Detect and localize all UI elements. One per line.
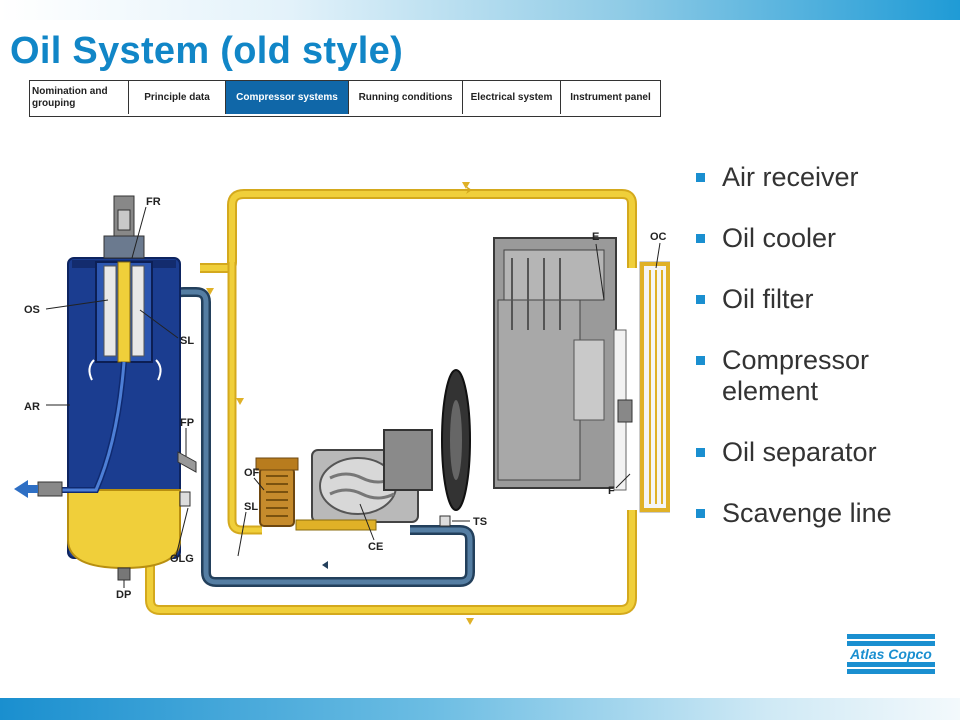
tab-running-conditions[interactable]: Running conditions — [349, 81, 463, 114]
section-tab-bar: Nomination and grouping Principle data C… — [29, 80, 661, 117]
list-item: Oil separator — [694, 437, 954, 468]
label-f: F — [608, 485, 615, 497]
list-item: Oil cooler — [694, 223, 954, 254]
bottom-decorative-band — [0, 698, 960, 720]
label-ts: TS — [473, 516, 487, 528]
list-item: Compressor element — [694, 345, 912, 407]
bullet-square-icon — [696, 509, 705, 518]
oil-sump — [67, 489, 181, 570]
oil-level-gauge — [179, 491, 191, 507]
temperature-sensor — [439, 515, 451, 527]
logo-text: Atlas Copco — [849, 646, 932, 662]
label-olg: OLG — [170, 553, 194, 565]
air-outlet-arrow — [14, 480, 28, 498]
list-item: Oil filter — [694, 284, 954, 315]
oil-to-filter-line — [227, 262, 262, 535]
bullet-square-icon — [696, 295, 705, 304]
label-dp: DP — [116, 589, 131, 601]
label-os: OS — [24, 304, 40, 316]
label-sl-2: SL — [244, 501, 258, 513]
flow-arrow-left — [236, 398, 244, 405]
page-title: Oil System (old style) — [10, 30, 404, 72]
scavenge-flow-arrow — [322, 561, 328, 569]
fill-plug — [177, 451, 197, 473]
bullet-square-icon — [696, 448, 705, 457]
label-of: OF — [244, 467, 260, 479]
bullet-square-icon — [696, 173, 705, 182]
bullet-square-icon — [696, 356, 705, 365]
top-decorative-band — [0, 0, 960, 20]
bullet-square-icon — [696, 234, 705, 243]
flow-arrow-small — [206, 288, 214, 295]
oil-return-line — [145, 510, 637, 615]
label-fr: FR — [146, 196, 161, 208]
label-ar: AR — [24, 401, 40, 413]
tab-principle-data[interactable]: Principle data — [129, 81, 226, 114]
oil-system-diagram: FR OS SL AR FP OLG DP OF SL CE TS E OC F — [14, 182, 670, 625]
flow-arrow-top — [466, 186, 472, 194]
tab-compressor-systems[interactable]: Compressor systems — [226, 81, 349, 114]
tab-electrical-system[interactable]: Electrical system — [463, 81, 561, 114]
label-sl: SL — [180, 335, 194, 347]
label-fp: FP — [180, 417, 194, 429]
tab-nomination-and-grouping[interactable]: Nomination and grouping — [30, 81, 129, 114]
tab-instrument-panel[interactable]: Instrument panel — [570, 91, 651, 103]
list-item: Air receiver — [694, 162, 954, 193]
atlas-copco-logo: Atlas Copco — [845, 632, 937, 676]
component-list: Air receiver Oil cooler Oil filter Compr… — [694, 162, 954, 559]
label-ce: CE — [368, 541, 383, 553]
label-oc: OC — [650, 231, 667, 243]
label-e: E — [592, 231, 599, 243]
list-item: Scavenge line — [694, 498, 954, 529]
drain-plug — [117, 567, 131, 581]
flow-arrow-bottom — [466, 618, 474, 625]
